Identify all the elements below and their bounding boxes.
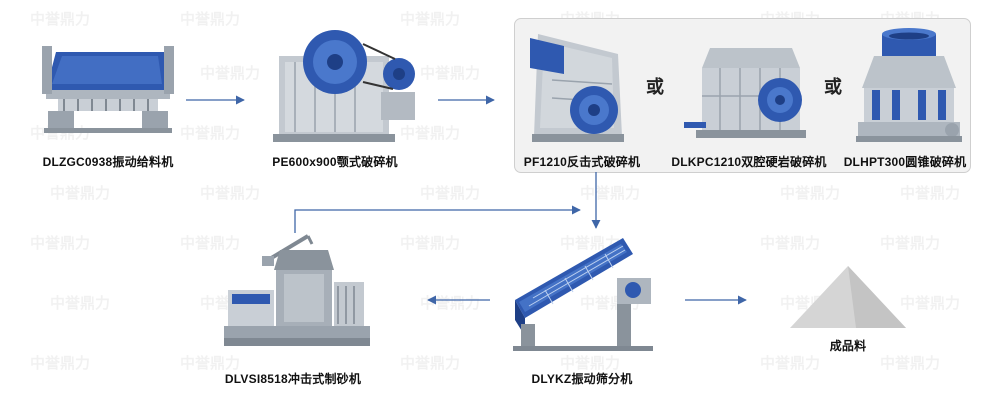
jaw-crusher-icon	[273, 30, 415, 142]
or-connector-2: 或	[824, 77, 842, 97]
vsi-sand-maker-icon	[224, 234, 370, 346]
feeder-label: DLZGC0938振动给料机	[42, 155, 174, 169]
double-cavity-crusher-label: DLKPC1210双腔硬岩破碎机	[671, 155, 827, 169]
impact-crusher-icon	[530, 34, 624, 142]
or-connector-1: 或	[646, 77, 664, 97]
vibrating-screen-label: DLYKZ振动筛分机	[531, 372, 633, 386]
cone-crusher-icon	[856, 28, 962, 142]
double-cavity-crusher-icon	[684, 48, 806, 138]
sand-maker-label: DLVSI8518冲击式制砂机	[224, 372, 362, 386]
product-label: 成品料	[829, 339, 867, 353]
vibrating-feeder-icon	[42, 46, 174, 133]
impact-crusher-label: PF1210反击式破碎机	[523, 155, 641, 169]
cone-crusher-label: DLHPT300圆锥破碎机	[843, 155, 967, 169]
vibrating-screen-icon	[513, 238, 653, 351]
jaw-crusher-label: PE600x900颚式破碎机	[272, 155, 398, 169]
stockpile-icon	[790, 266, 906, 328]
arrow-sand-maker-return-to-screen	[294, 205, 581, 233]
